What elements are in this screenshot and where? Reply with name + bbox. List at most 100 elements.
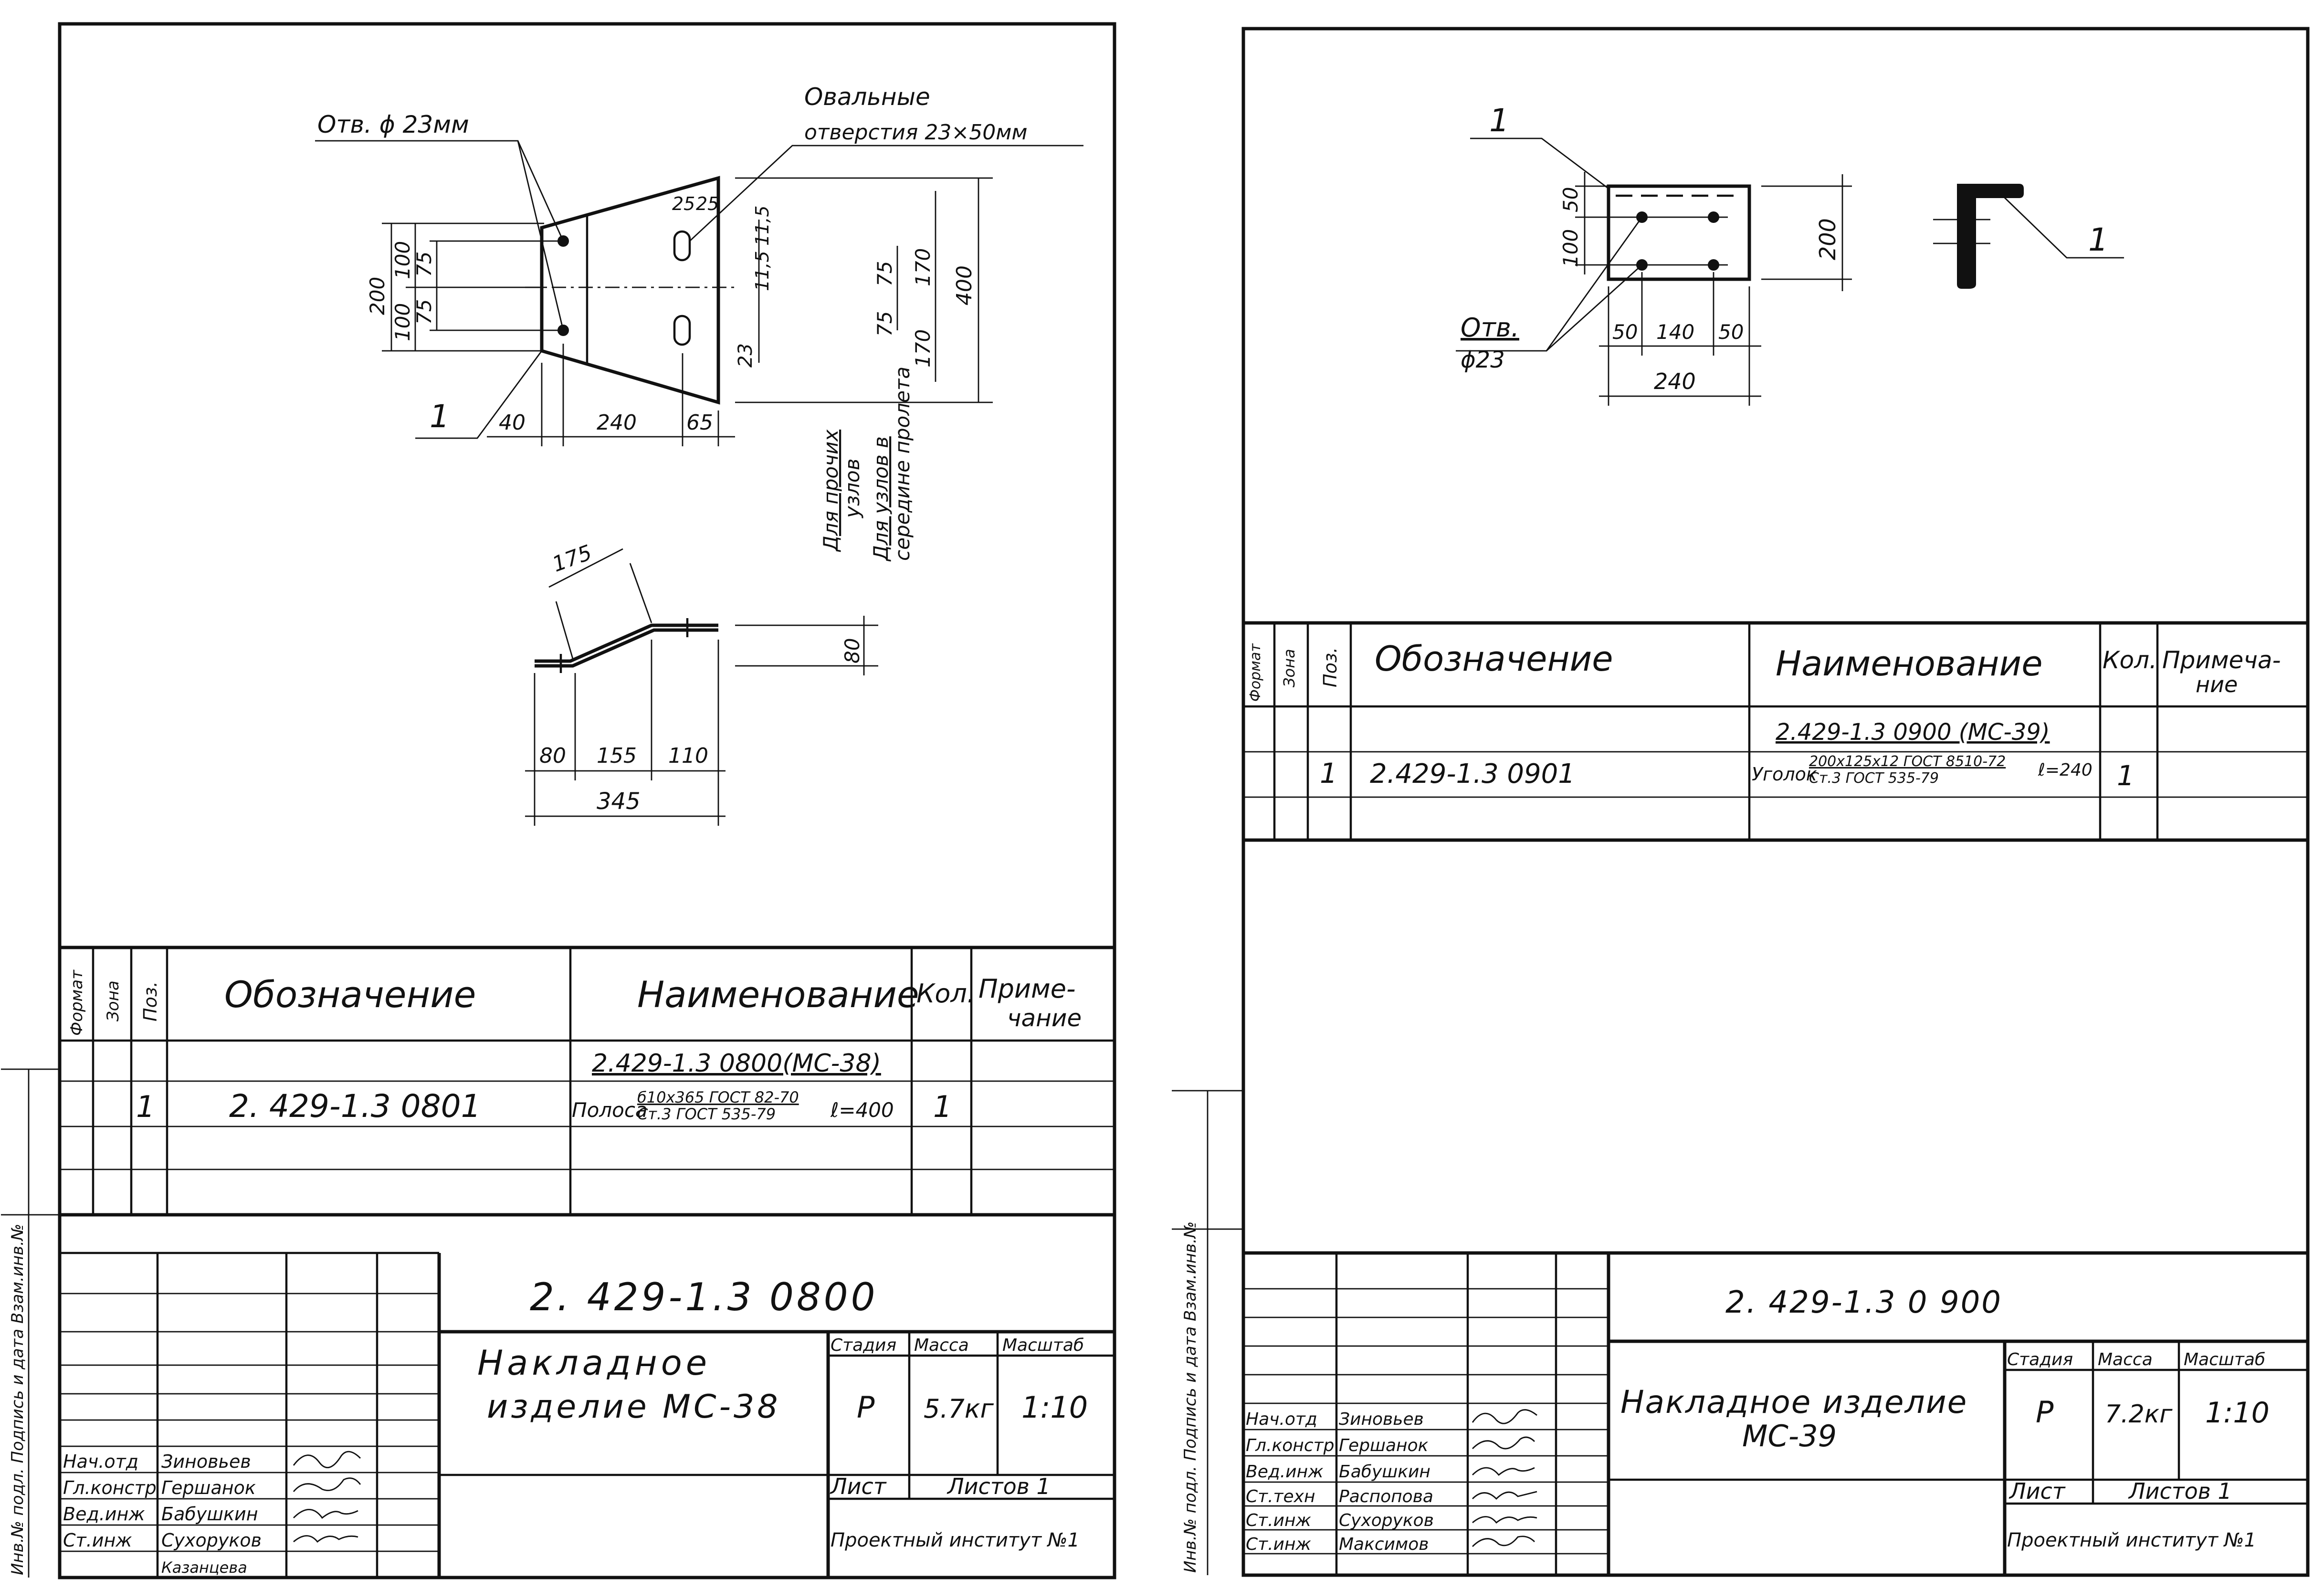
title-scale: 1:10 [2205, 1396, 2270, 1430]
dim-100b: 100 [391, 303, 414, 341]
title-name-1: Накладное изделие [1620, 1384, 1967, 1421]
title-code: 2. 429-1.3 0 900 [1725, 1285, 2002, 1320]
staff-name-3: Распопова [1339, 1487, 1433, 1506]
signature [1472, 1467, 1535, 1476]
h-zone: Зона [104, 980, 123, 1021]
dim-170b: 170 [911, 329, 935, 368]
signature [1472, 1409, 1537, 1424]
row-qty: 1 [933, 1089, 952, 1124]
sheet2-angle-plan: 100 50 200 50 140 50 240 1 Отв. ϕ23 [1456, 102, 1852, 406]
staff-role-0: Нач.отд [63, 1451, 138, 1472]
assembly-ref: 2.429-1.3 0800(МС-38) [592, 1049, 881, 1078]
title-name-1: Накладное [477, 1343, 711, 1383]
leader-hole [315, 140, 564, 242]
sheet1-side-strip: Инв.№ подл. Подпись и дата Взам.инв.№ [8, 1224, 27, 1575]
dim-65: 65 [686, 410, 713, 435]
title-stage: Р [2036, 1395, 2054, 1430]
h-note-2: чание [1007, 1004, 1082, 1032]
dim-155: 155 [597, 744, 637, 768]
leader-part-b [1995, 188, 2124, 259]
row-name-prefix: Уголок [1752, 764, 1817, 785]
staff-role-1: Гл.констр [63, 1477, 157, 1498]
note-mid-2: середине пролета [891, 367, 914, 561]
staff-name-1: Гершанок [1339, 1436, 1429, 1455]
staff-name-4: Сухоруков [1339, 1511, 1434, 1530]
staff-name-4: Казанцева [161, 1558, 247, 1577]
h-zone: Зона [1280, 649, 1298, 687]
dim-240: 240 [597, 410, 637, 435]
sheet1-title-block: 2. 429-1.3 0800 Накладное изделие МС-38 … [60, 1252, 1115, 1578]
sheet1-plate-plan: Отв. ϕ 23мм Овальные отверстия 23×50мм 1… [315, 83, 1083, 562]
staff-name-2: Бабушкин [1339, 1462, 1430, 1482]
staff-role-3: Ст.техн [1246, 1487, 1315, 1506]
dim-25a: 25 [672, 193, 695, 214]
title-h-mass: Масса [914, 1336, 969, 1355]
sheet2-spec-table: Формат Зона Поз. Обозначение Наименовани… [1243, 621, 2308, 842]
dim-115a: 11,5 [752, 205, 773, 246]
dim-175: 175 [549, 540, 595, 577]
staff-role-1: Гл.констр [1246, 1436, 1334, 1455]
part-ref: 1 [430, 398, 450, 435]
dim-75d: 75 [873, 311, 896, 337]
leader-hole-2 [1546, 264, 1642, 352]
h-note-1: Приме- [978, 974, 1075, 1004]
row-name-top: б10х365 ГОСТ 82-70 [637, 1088, 799, 1106]
h-format: Формат [67, 969, 86, 1036]
title-org: Проектный институт №1 [831, 1529, 1080, 1551]
signature [293, 1535, 358, 1543]
title-h-scale: Масштаб [2184, 1350, 2265, 1369]
dim-75c: 75 [873, 261, 896, 286]
h-note-1: Примеча- [2162, 646, 2281, 674]
callout-oval-1: Овальные [804, 83, 930, 111]
h-qty: Кол. [916, 979, 975, 1009]
dim-200: 200 [1815, 218, 1840, 260]
title-h-stage: Стадия [831, 1336, 896, 1355]
title-mass: 5.7кг [924, 1394, 994, 1424]
row-pos: 1 [1320, 757, 1337, 789]
h-pos: Поз. [140, 981, 161, 1021]
dim-40: 40 [499, 410, 526, 435]
dim-115b: 11,5 [752, 251, 773, 291]
staff-role-5: Ст.инж [1246, 1535, 1311, 1554]
dim-80v: 80 [841, 638, 864, 663]
staff-role-0: Нач.отд [1246, 1410, 1317, 1429]
h-designation: Обозначение [1375, 639, 1613, 679]
dim-110: 110 [668, 744, 708, 768]
dim-80h: 80 [539, 744, 566, 768]
dim-345: 345 [597, 788, 641, 815]
angle-leg-outline [1607, 184, 1751, 281]
note-other-1: Для прочих [819, 429, 842, 552]
callout-hole-1: Отв. [1461, 313, 1519, 343]
dim-23: 23 [735, 343, 757, 368]
title-h-stage: Стадия [2007, 1350, 2073, 1369]
sheet2-angle-section: 1 [1933, 184, 2124, 289]
leader-oval [689, 145, 1083, 242]
sheet1-frame [58, 22, 1116, 1579]
dim-50a: 50 [1612, 320, 1638, 344]
callout-hole-2: ϕ23 [1461, 347, 1505, 373]
staff-role-2: Вед.инж [63, 1504, 145, 1525]
row-name-bottom: Ст.3 ГОСТ 535-79 [637, 1105, 776, 1123]
title-h-mass: Масса [2098, 1350, 2153, 1369]
sheet-mc38: Инв.№ подл. Подпись и дата Взам.инв.№ От… [1, 22, 1116, 1579]
dim-50b: 50 [1718, 320, 1744, 344]
plate-outline [540, 176, 720, 405]
row-pos: 1 [136, 1089, 155, 1124]
dim-100: 100 [1559, 229, 1582, 267]
dim-170a: 170 [911, 248, 935, 286]
dim-200: 200 [366, 277, 389, 315]
callout-hole: Отв. ϕ 23мм [317, 111, 469, 138]
dim-240: 240 [1654, 368, 1696, 394]
row-qty: 1 [2117, 759, 2135, 792]
signature [293, 1451, 361, 1468]
sheet2-title-block: 2. 429-1.3 0 900 Накладное изделие МС-39… [1243, 1251, 2308, 1575]
part-ref-a: 1 [1489, 102, 1509, 139]
row-length: ℓ=240 [2038, 760, 2093, 780]
h-name: Наименование [637, 973, 919, 1016]
signature [1472, 1436, 1535, 1450]
title-code: 2. 429-1.3 0800 [530, 1275, 878, 1319]
angle-horizontal-leg [1957, 184, 2024, 198]
ext-175a [555, 601, 574, 659]
signature [1472, 1491, 1537, 1500]
